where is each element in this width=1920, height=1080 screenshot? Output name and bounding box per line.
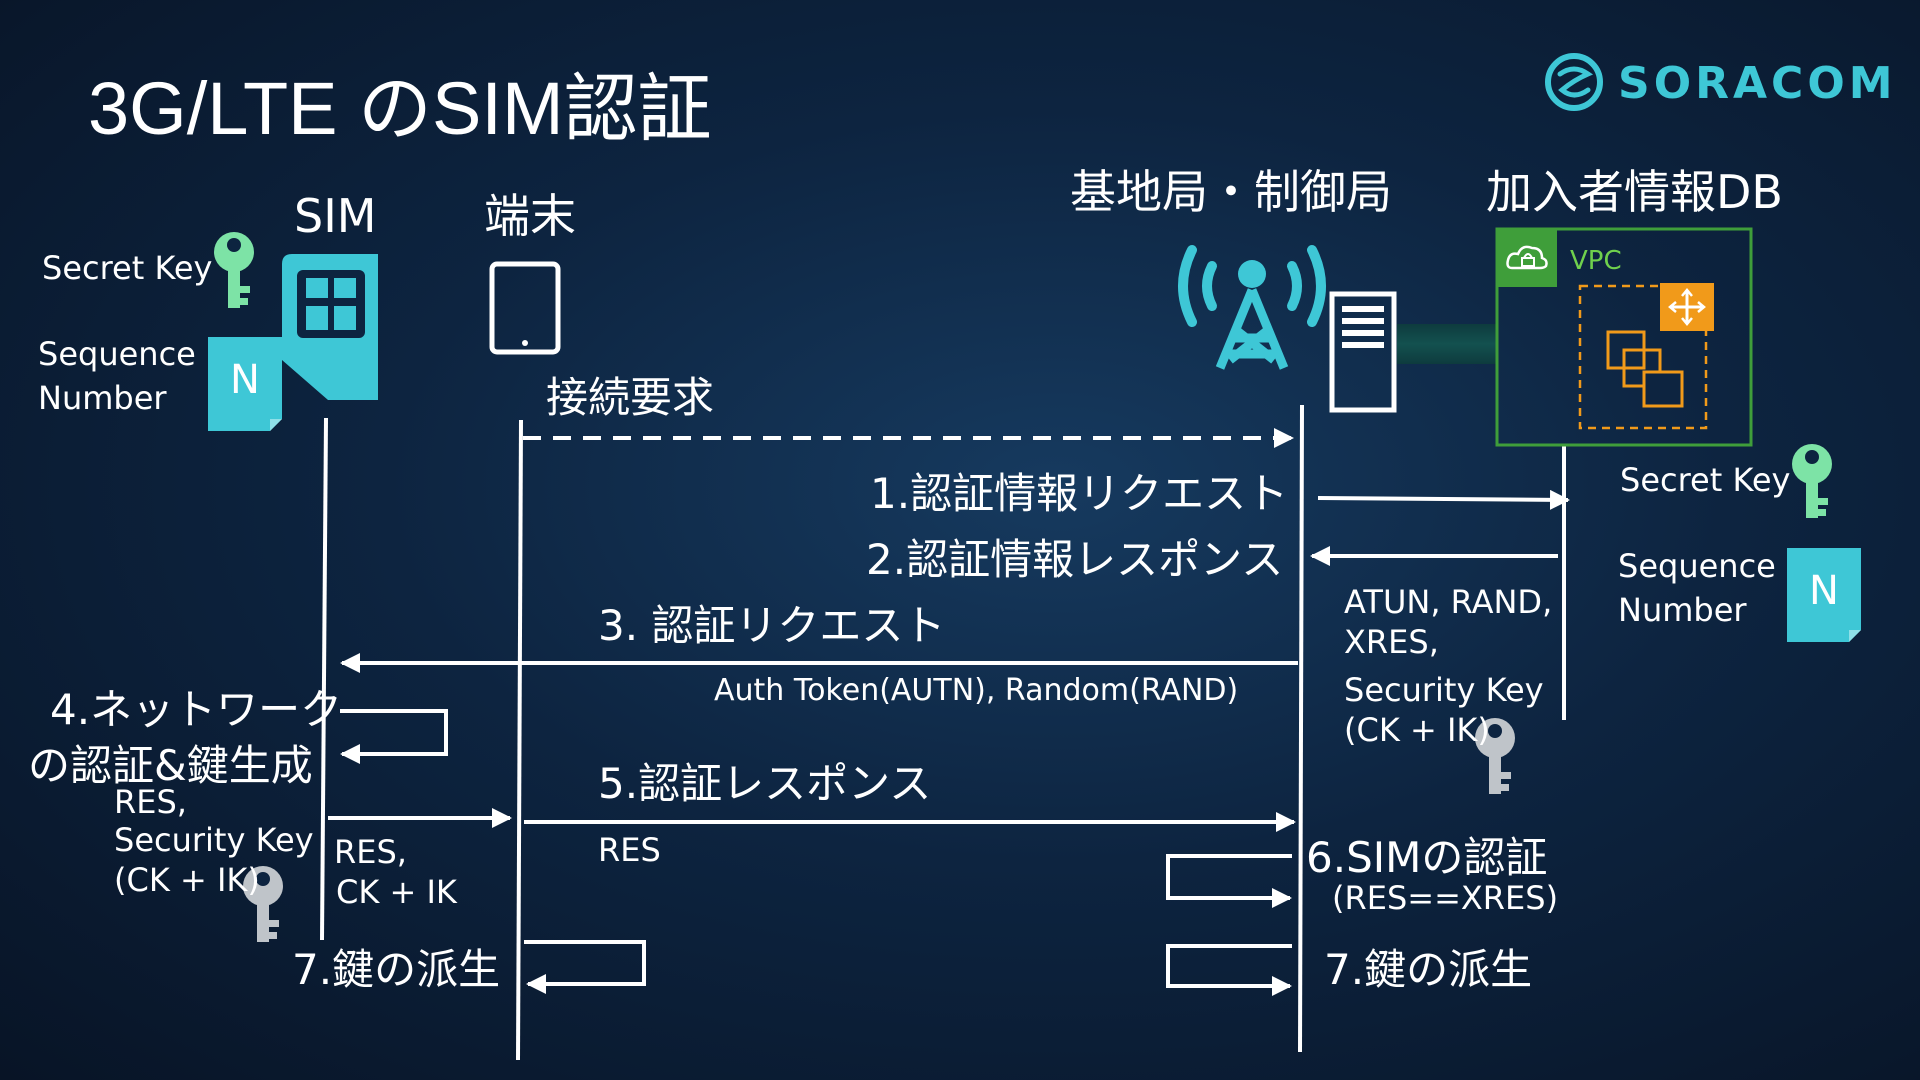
db-response-line3: Security Key bbox=[1344, 671, 1544, 709]
base-db-link bbox=[1397, 324, 1497, 364]
step5-label: 5.認証レスポンス bbox=[598, 759, 932, 808]
right-secret-key-label: Secret Key bbox=[1620, 461, 1791, 499]
cell-tower-icon bbox=[1178, 245, 1326, 370]
step5-detail: RES bbox=[598, 831, 661, 869]
note-n-icon: N bbox=[1787, 548, 1861, 642]
key-icon bbox=[214, 232, 254, 308]
step6-label: 6.SIMの認証 bbox=[1306, 833, 1548, 882]
db-response-line4: (CK + IK) bbox=[1344, 711, 1490, 749]
left-sequence-label: Sequence bbox=[38, 335, 196, 373]
lane-device: 端末 bbox=[484, 189, 576, 243]
key-icon bbox=[243, 866, 283, 942]
instances-icon bbox=[1606, 330, 1684, 408]
right-number-label: Number bbox=[1618, 591, 1747, 629]
step4-label-line2: の認証&鍵生成 bbox=[28, 741, 313, 790]
step7-right-loop bbox=[1166, 944, 1292, 996]
base-lifeline bbox=[1298, 404, 1304, 1053]
step1-arrow bbox=[1317, 489, 1570, 510]
tablet-icon bbox=[489, 261, 561, 355]
connect-request-label: 接続要求 bbox=[546, 373, 715, 422]
vpc-box bbox=[1495, 227, 1753, 447]
sim-card-icon bbox=[282, 254, 378, 400]
sim-output-line2: Security Key bbox=[114, 821, 314, 859]
sim-to-device-line2: CK + IK bbox=[336, 873, 457, 911]
router-icon bbox=[1660, 283, 1714, 331]
device-lifeline bbox=[516, 419, 523, 1061]
soracom-logo-text: SORACOM bbox=[1618, 58, 1897, 109]
lane-sim: SIM bbox=[294, 189, 377, 243]
step1-label: 1.認証情報リクエスト bbox=[870, 469, 1289, 518]
db-response-line2: XRES, bbox=[1344, 623, 1439, 661]
sim-lifeline bbox=[320, 417, 328, 941]
left-secret-key-label: Secret Key bbox=[42, 249, 213, 287]
sim-output-line3: (CK + IK) bbox=[114, 861, 260, 899]
right-sequence-label: Sequence bbox=[1618, 547, 1776, 585]
page-title: 3G/LTE のSIM認証 bbox=[88, 67, 712, 150]
left-note-n: N bbox=[230, 357, 260, 403]
step4-label-line1: 4.ネットワーク bbox=[50, 685, 343, 734]
db-response-line1: ATUN, RAND, bbox=[1344, 583, 1553, 621]
step6-loop bbox=[1166, 854, 1292, 908]
step7-left-label: 7.鍵の派生 bbox=[292, 945, 501, 994]
left-number-label: Number bbox=[38, 379, 167, 417]
step2-label: 2.認証情報レスポンス bbox=[866, 535, 1284, 584]
subnet-dashed-box bbox=[1578, 284, 1708, 430]
soracom-logo-icon bbox=[1545, 53, 1603, 111]
sim-output-line1: RES, bbox=[114, 783, 187, 821]
step7-right-label: 7.鍵の派生 bbox=[1324, 945, 1533, 994]
step7-left-loop bbox=[524, 940, 646, 994]
step3-detail: Auth Token(AUTN), Random(RAND) bbox=[714, 673, 1239, 708]
lane-base: 基地局・制御局 bbox=[1070, 165, 1392, 219]
step4-loop bbox=[340, 709, 448, 764]
note-n-icon: N bbox=[208, 337, 282, 431]
vpc-label: VPC bbox=[1570, 246, 1622, 276]
sim-to-device-line1: RES, bbox=[334, 833, 407, 871]
step6-detail: (RES==XRES) bbox=[1332, 879, 1559, 917]
vpc-cloud-icon bbox=[1497, 229, 1557, 287]
lane-db: 加入者情報DB bbox=[1486, 165, 1783, 219]
server-icon bbox=[1329, 291, 1397, 413]
key-icon bbox=[1475, 718, 1515, 794]
step3-label: 3. 認証リクエスト bbox=[598, 601, 946, 650]
key-icon bbox=[1792, 444, 1832, 518]
right-note-n: N bbox=[1809, 568, 1839, 614]
